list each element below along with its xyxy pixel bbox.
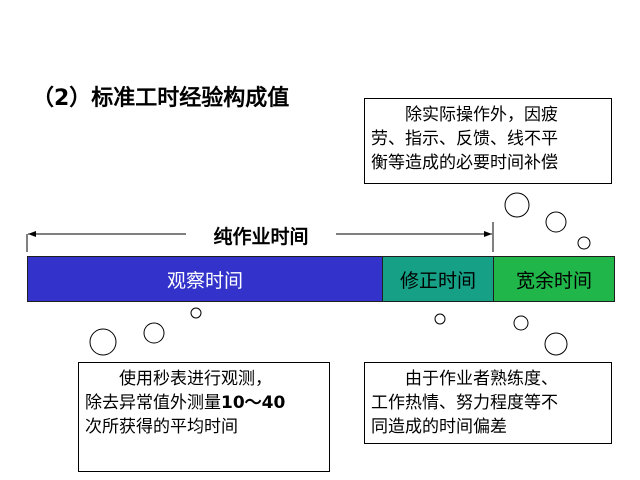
allowance-explanation-box: 除实际操作外，因疲 劳、指示、反馈、线不平 衡等造成的必要时间补偿: [364, 98, 612, 184]
allowance-time-bar: 宽余时间: [493, 256, 615, 302]
callout-line: 次所获得的平均时间: [85, 417, 238, 437]
bubble: [577, 236, 591, 250]
callout-line: 衡等造成的必要时间补偿: [371, 153, 558, 173]
observation-time-bar: 观察时间: [27, 256, 383, 302]
observation-explanation-box: 使用秒表进行观测， 除去异常值外测量10～40 次所获得的平均时间: [78, 362, 330, 472]
callout-line: 除去异常值外测量10～40: [85, 391, 323, 415]
allowance-time-label: 宽余时间: [515, 269, 592, 292]
bubble: [190, 307, 202, 319]
callout-line: 劳、指示、反馈、线不平: [371, 129, 558, 149]
bubble: [504, 192, 530, 218]
correction-time-bar: 修正时间: [382, 256, 494, 302]
observation-time-label: 观察时间: [166, 269, 243, 292]
bubble: [434, 313, 446, 325]
callout-line: 同造成的时间偏差: [371, 417, 507, 437]
callout-line: 使用秒表进行观测，: [119, 369, 272, 389]
bubble: [513, 315, 529, 331]
bubble: [544, 332, 568, 356]
slide-title: （2）标准工时经验构成值: [32, 86, 290, 111]
bubble: [89, 328, 117, 356]
bubble: [143, 322, 165, 344]
callout-line: 除实际操作外，因疲: [405, 105, 558, 125]
correction-explanation-box: 由于作业者熟练度、 工作热情、努力程度等不 同造成的时间偏差: [364, 362, 612, 444]
net-work-time-label: 纯作业时间: [186, 222, 336, 249]
callout-line: 工作热情、努力程度等不: [371, 393, 558, 413]
correction-time-label: 修正时间: [399, 269, 476, 292]
range-arrow-right: [484, 231, 492, 237]
bubble: [545, 211, 567, 233]
callout-text: 除去异常值外测量: [85, 393, 221, 413]
measurement-count-range: 10～40: [221, 393, 286, 413]
range-arrow-left: [28, 231, 36, 237]
callout-line: 由于作业者熟练度、: [405, 369, 558, 389]
